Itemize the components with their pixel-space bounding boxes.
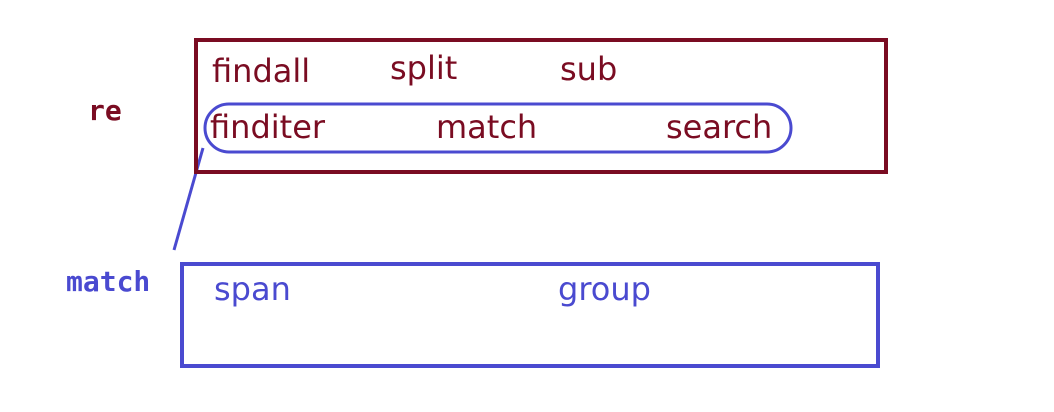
match-label: match [66,265,151,298]
match-method-group: group [558,270,651,308]
re-module-box [194,38,888,174]
re-func-sub: sub [560,50,618,88]
match-functions-ellipse [203,102,793,154]
re-to-match-connector [172,147,205,251]
re-func-search: search [666,108,773,146]
re-func-findall: findall [212,52,311,90]
match-method-span: span [214,270,291,308]
re-func-split: split [390,49,458,87]
re-func-finditer: finditer [210,108,326,146]
match-object-box [180,262,880,368]
re-label: re [88,94,122,127]
re-func-match: match [436,108,538,146]
